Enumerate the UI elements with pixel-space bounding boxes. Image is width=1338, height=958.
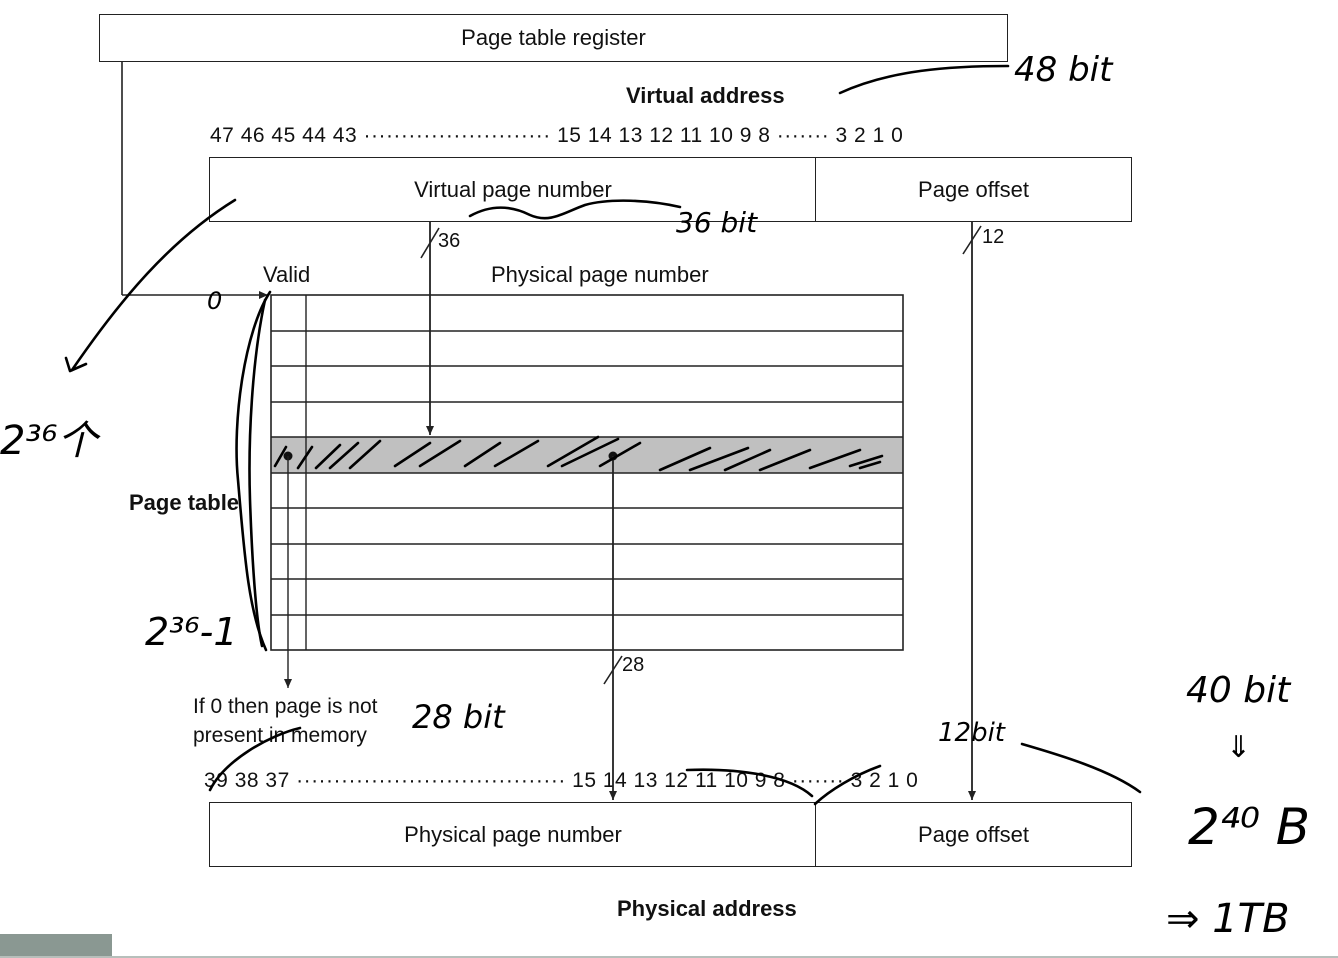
physical-page-offset-field: Page offset — [815, 802, 1132, 867]
virtual-address-title: Virtual address — [626, 83, 785, 108]
virtual-page-number-field: Virtual page number — [209, 157, 817, 222]
footer-line — [0, 956, 1338, 958]
handwritten-pa-bits: 40 bit — [1186, 670, 1291, 711]
virtual-address-bit-labels: 47 46 45 44 43 ·························… — [210, 124, 904, 147]
virtual-page-offset-field: Page offset — [815, 157, 1132, 222]
handwritten-pa-size: 2⁴⁰ B — [1188, 798, 1311, 856]
virtual-page-number-label: Virtual page number — [414, 177, 612, 202]
footer-bar — [0, 934, 112, 958]
vpn-bits-label: 36 — [438, 230, 461, 252]
vpn-bus-tick — [420, 227, 440, 259]
valid-column-label: Valid — [263, 262, 311, 287]
handwritten-first-index: 0 — [207, 287, 223, 315]
handwriting-strokes — [64, 64, 1142, 806]
page-table-title: Page table — [129, 490, 240, 515]
handwritten-vpn-bits: 36 bit — [676, 206, 758, 239]
page-table-register: Page table register — [99, 14, 1008, 62]
handwritten-entries: 2³⁶个 — [0, 418, 98, 464]
handwritten-result: ⇒ 1TB — [1166, 896, 1290, 942]
ppn-column-label: Physical page number — [491, 262, 709, 287]
handwritten-va-bits: 48 bit — [1014, 50, 1113, 90]
handwritten-offset-bits: 12bit — [938, 718, 1006, 748]
physical-address-title: Physical address — [617, 896, 797, 921]
physical-page-number-label: Physical page number — [404, 822, 622, 847]
virtual-page-offset-label: Page offset — [918, 177, 1029, 202]
physical-address-bit-labels: 39 38 37 ·······························… — [204, 769, 919, 792]
handwritten-down-arrow: ⇓ — [1226, 730, 1252, 765]
physical-page-offset-label: Page offset — [918, 822, 1029, 847]
ppn-bits-label: 28 — [622, 654, 645, 676]
handwritten-ppn-bits: 28 bit — [412, 698, 505, 736]
offset-bus-tick — [962, 225, 982, 255]
page-table-register-label: Page table register — [461, 25, 646, 50]
invalid-note-line1: If 0 then page is not — [193, 695, 378, 718]
ppn-bus-tick — [603, 655, 623, 685]
physical-page-number-field: Physical page number — [209, 802, 817, 867]
handwritten-last-index: 2³⁶-1 — [145, 610, 238, 654]
page-table-rows — [271, 330, 903, 616]
offset-bits-label: 12 — [982, 226, 1005, 248]
